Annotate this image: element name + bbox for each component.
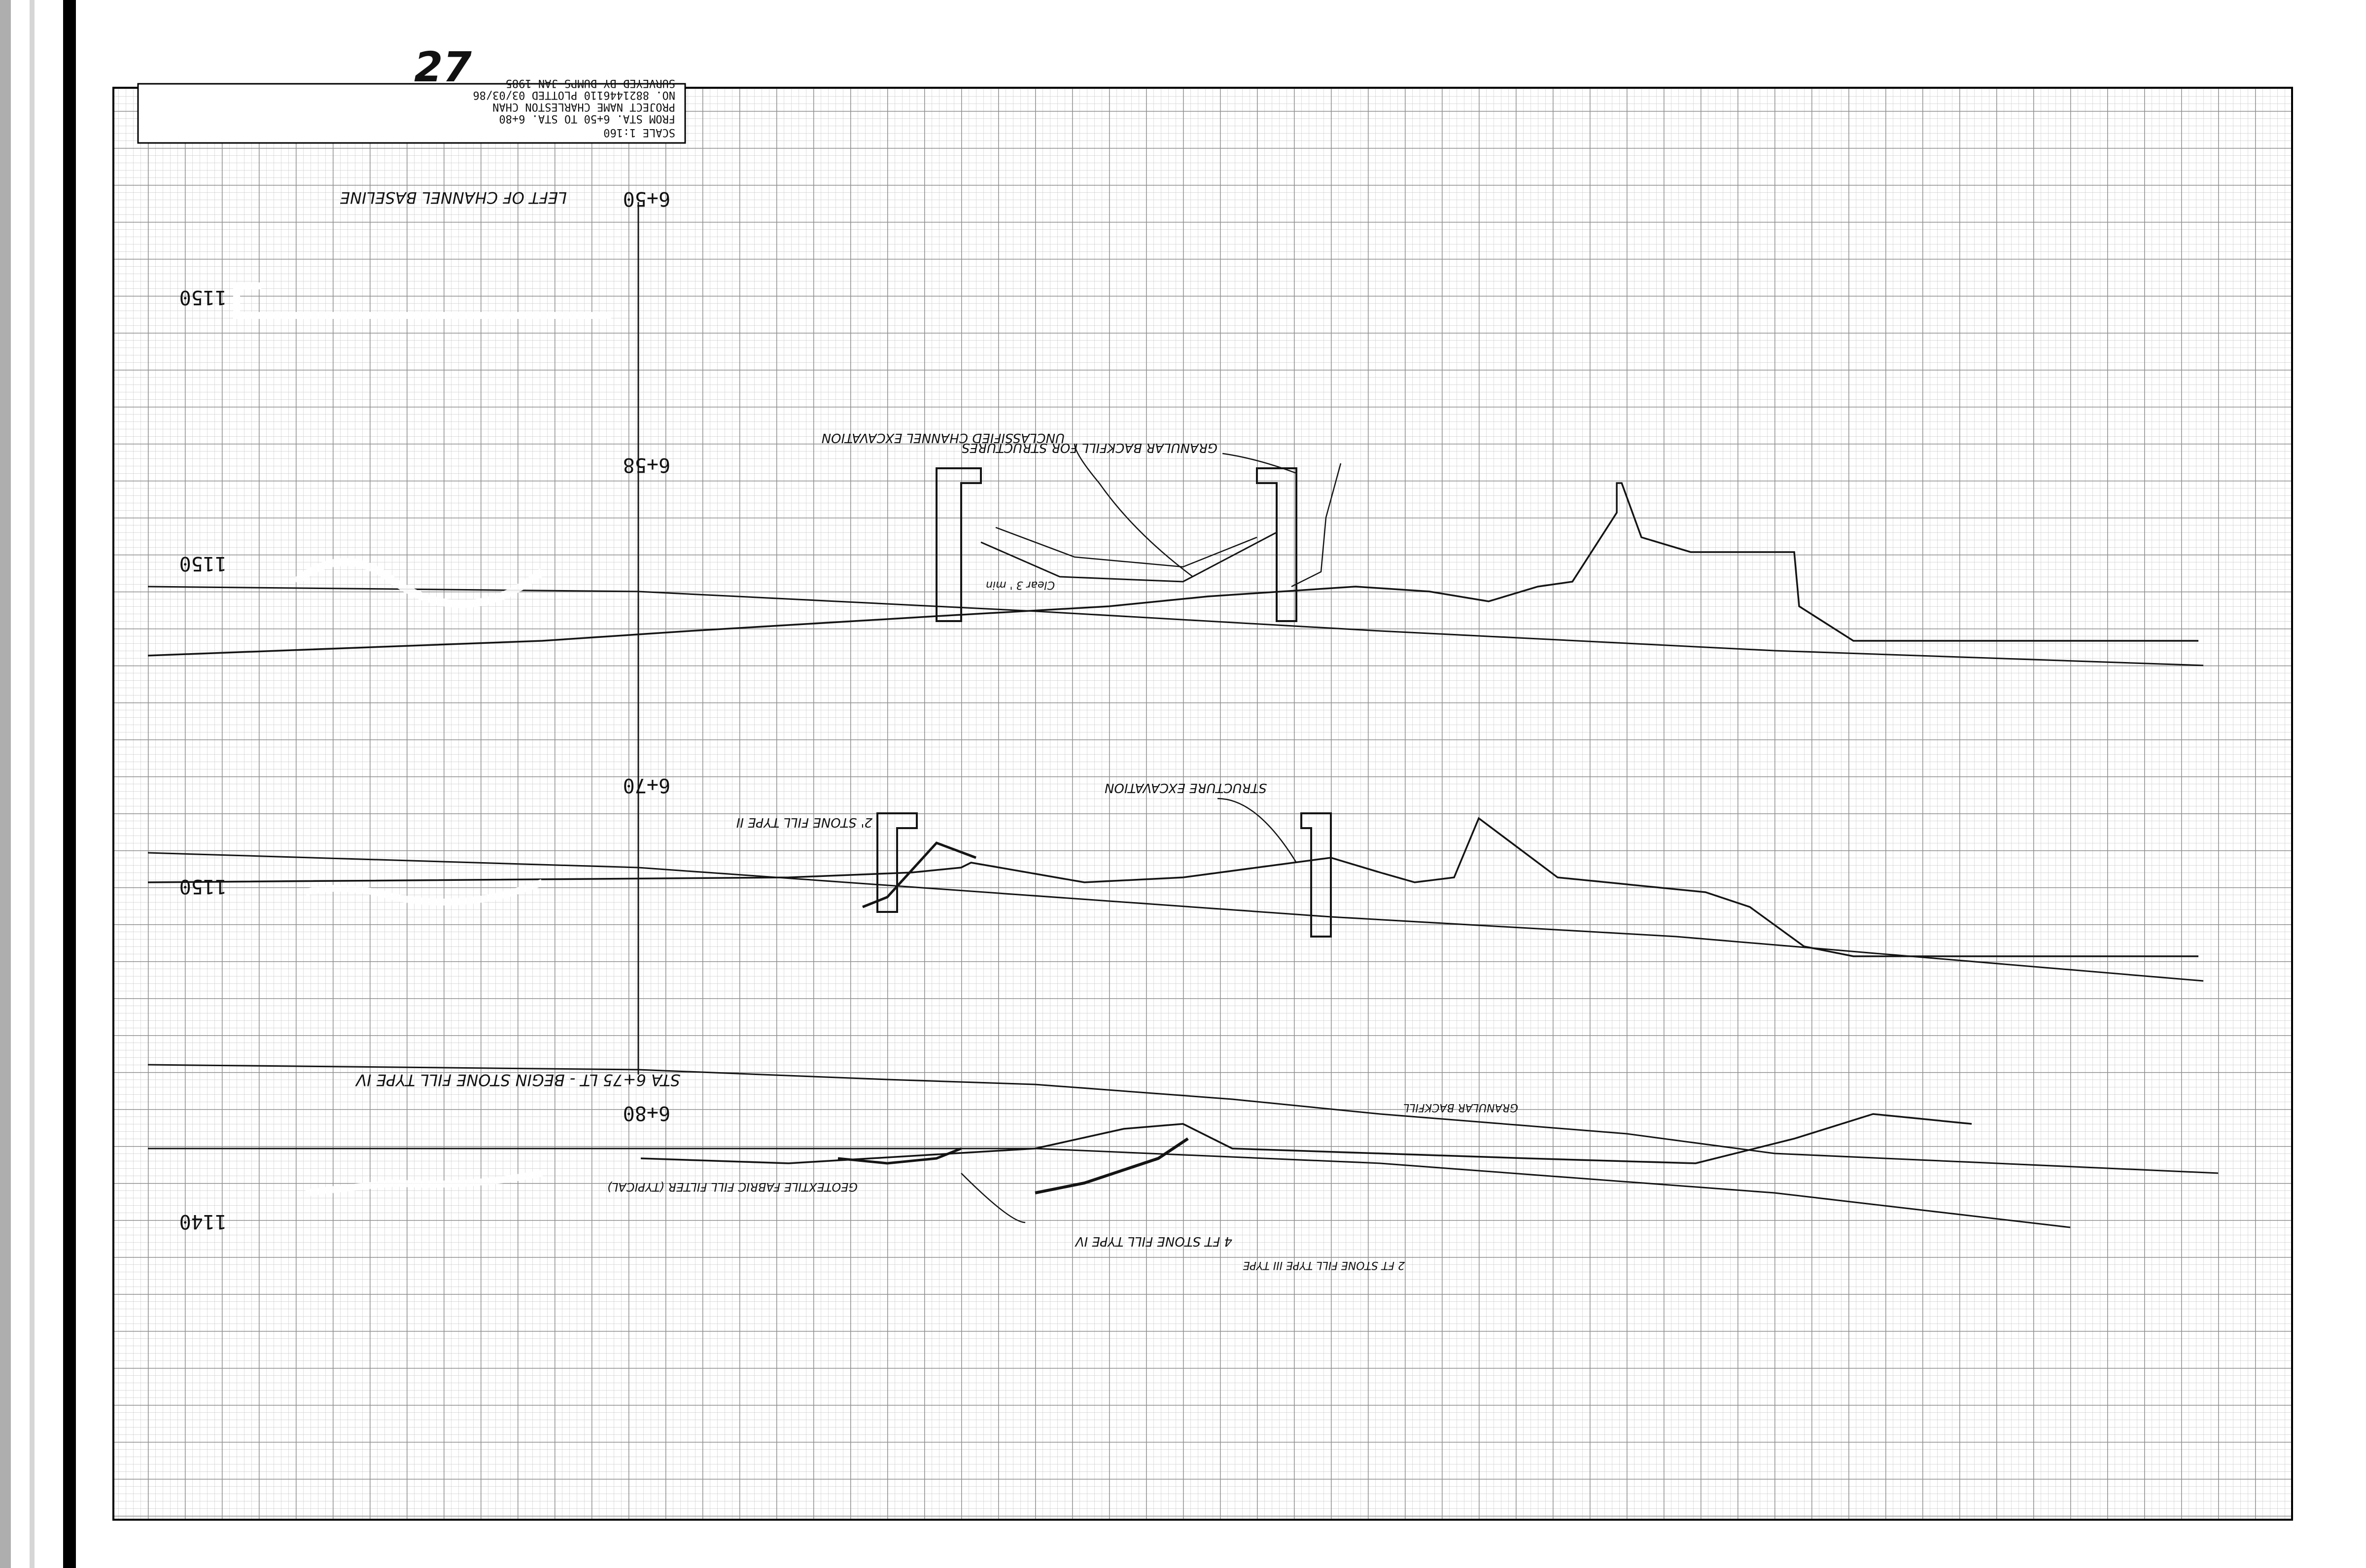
existing-ground-line <box>147 482 2198 657</box>
elevation-label: 1140 <box>179 1210 227 1233</box>
station-label: 6+58 <box>623 453 670 476</box>
stone-fill-type2-label: 2' STONE FILL TYPE II <box>736 815 872 830</box>
section-6-80: STA 6+75 LT - BEGIN STONE FILL TYPE IV 6… <box>147 1064 2219 1271</box>
existing-ground-line <box>147 817 2198 957</box>
wall-right <box>1256 467 1297 622</box>
section-6-58: 6+58 1150 GRANULAR BACKFILL FOR STRUCTUR… <box>147 430 2204 666</box>
stone-fill-left <box>862 841 976 908</box>
stone-fill-2ft-label: 2 FT STONE FILL TYPE III TYPE <box>1243 1259 1405 1271</box>
base-line <box>147 586 2204 666</box>
geotextile-filter <box>837 1147 962 1165</box>
elevation-label: 1150 <box>179 552 227 575</box>
station-label: 6+50 <box>623 187 670 210</box>
structure-excavation-label: STRUCTURE EXCAVATION <box>1105 780 1267 795</box>
excavation-line <box>995 526 1257 568</box>
title-row4: SURVEYED BY DUMPS JAN 1985 <box>506 77 675 89</box>
ground-surface <box>640 1113 1972 1164</box>
section-6-70: 6+70 1150 STRUCTURE EXCAVATION 2' STONE … <box>147 774 2204 982</box>
granular-backfill-label: GRANULAR BACKFILL FOR STRUCTURES <box>962 440 1218 455</box>
channel-bottom <box>980 531 1277 583</box>
granular-backfill-label: GRANULAR BACKFILL <box>1403 1101 1518 1114</box>
wall-left <box>876 812 918 913</box>
title-row1: FROM STA. 6+50 TO STA. 6+80 <box>499 112 675 125</box>
title-scale: SCALE 1:160 <box>603 126 675 139</box>
sheet-border <box>112 87 2293 1521</box>
stone-fill-zone <box>1035 1137 1189 1194</box>
graph-paper-grid <box>113 88 2292 1520</box>
station-label: 6+70 <box>623 774 670 797</box>
clear-dim-label: Clear 3 ' min <box>986 579 1055 591</box>
header-note: LEFT OF CHANNEL BASELINE <box>340 188 567 207</box>
base-line <box>148 1148 2071 1228</box>
unclassified-excavation-label: UNCLASSIFIED CHANNEL EXCAVATION <box>822 430 1065 445</box>
elevation-label: 1150 <box>179 875 227 898</box>
wall-left <box>936 467 982 622</box>
title-block: SCALE 1:160 FROM STA. 6+50 TO STA. 6+80 … <box>137 77 686 144</box>
scan-edge <box>63 0 76 1568</box>
stone-fill-4ft-label: 4 FT STONE FILL TYPE IV <box>1074 1234 1232 1249</box>
begin-stone-fill-note: STA 6+75 LT - BEGIN STONE FILL TYPE IV <box>355 1071 680 1089</box>
geotextile-filter-label: GEOTEXTILE FABRIC FILL FILTER (TYPICAL) <box>607 1180 858 1194</box>
title-row3: NO. 8821446110 PLOTTED 03/03/86 <box>473 89 675 101</box>
existing-ground-line <box>147 1064 2219 1174</box>
section-6-50: 6+50 1150 <box>179 187 670 1075</box>
title-row2: PROJECT NAME CHARLESTON CHAN <box>492 101 675 113</box>
station-label: 6+80 <box>623 1102 670 1124</box>
wall-right <box>1300 812 1332 938</box>
elevation-label: 1150 <box>179 286 227 309</box>
